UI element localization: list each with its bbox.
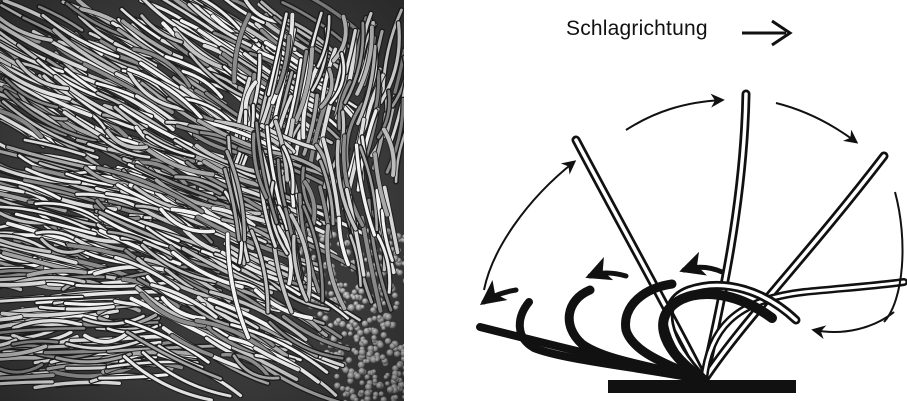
arrow-recovery-mid xyxy=(590,273,626,276)
arrow-recovery-right xyxy=(684,267,722,272)
beat-cycle-diagram: Schlagrichtung xyxy=(404,0,907,401)
arrow-right-down xyxy=(884,192,903,322)
recovery-stroke-cilia xyxy=(480,284,772,380)
arrow-top-left xyxy=(626,100,722,130)
arrow-up-left xyxy=(484,162,574,290)
arrow-bottom-right xyxy=(814,312,894,332)
cilia-micrograph xyxy=(0,0,404,401)
direction-label: Schlagrichtung xyxy=(566,17,708,41)
arrow-right-icon xyxy=(742,21,790,45)
arrow-top-right xyxy=(776,103,856,142)
arrow-recovery-left xyxy=(484,290,516,302)
